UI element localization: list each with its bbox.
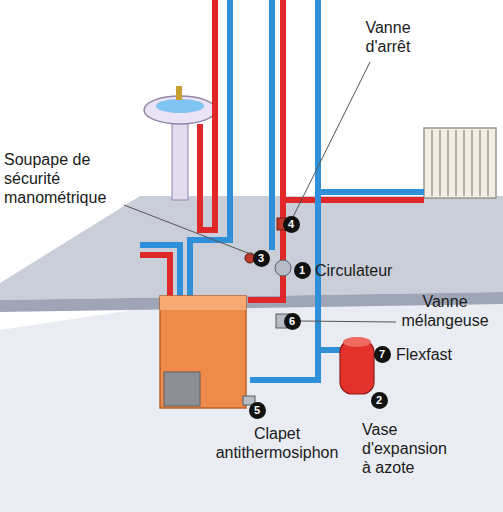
callout-text: 2 (376, 395, 382, 406)
components (243, 218, 291, 405)
flexfast-label: Flexfast (396, 345, 452, 364)
callout-text: 1 (299, 265, 305, 276)
callout-number: 6 (284, 313, 301, 330)
floor-slab (0, 196, 503, 300)
callout-number: 7 (374, 346, 391, 363)
sink (144, 86, 216, 200)
callout-text: 3 (258, 253, 264, 264)
vessel-label: Vase d'expansion à azote (362, 420, 458, 477)
callout-number: 5 (249, 402, 266, 419)
pump-label: Circulateur (315, 261, 392, 280)
leader-lines (124, 62, 396, 322)
valve-label: Vanne d'arrêt (348, 18, 428, 56)
expansion-vessel (340, 337, 374, 394)
callout-number: 1 (294, 262, 311, 279)
safety-valve-label: Soupape de sécurité manométrique (4, 150, 124, 207)
callout-text: 4 (288, 219, 294, 230)
callout-number: 4 (283, 216, 300, 233)
callout-text: 7 (379, 349, 385, 360)
callout-text: 5 (254, 405, 260, 416)
radiator (424, 128, 496, 198)
callout-number: 2 (371, 392, 388, 409)
mixing-valve-label: Vanne mélangeuse (391, 292, 499, 330)
boiler (160, 296, 246, 408)
check-valve-label: Clapet antithermosiphon (205, 424, 349, 462)
lower-floor (0, 300, 503, 512)
callout-number: 3 (253, 250, 270, 267)
callout-text: 6 (289, 316, 295, 327)
